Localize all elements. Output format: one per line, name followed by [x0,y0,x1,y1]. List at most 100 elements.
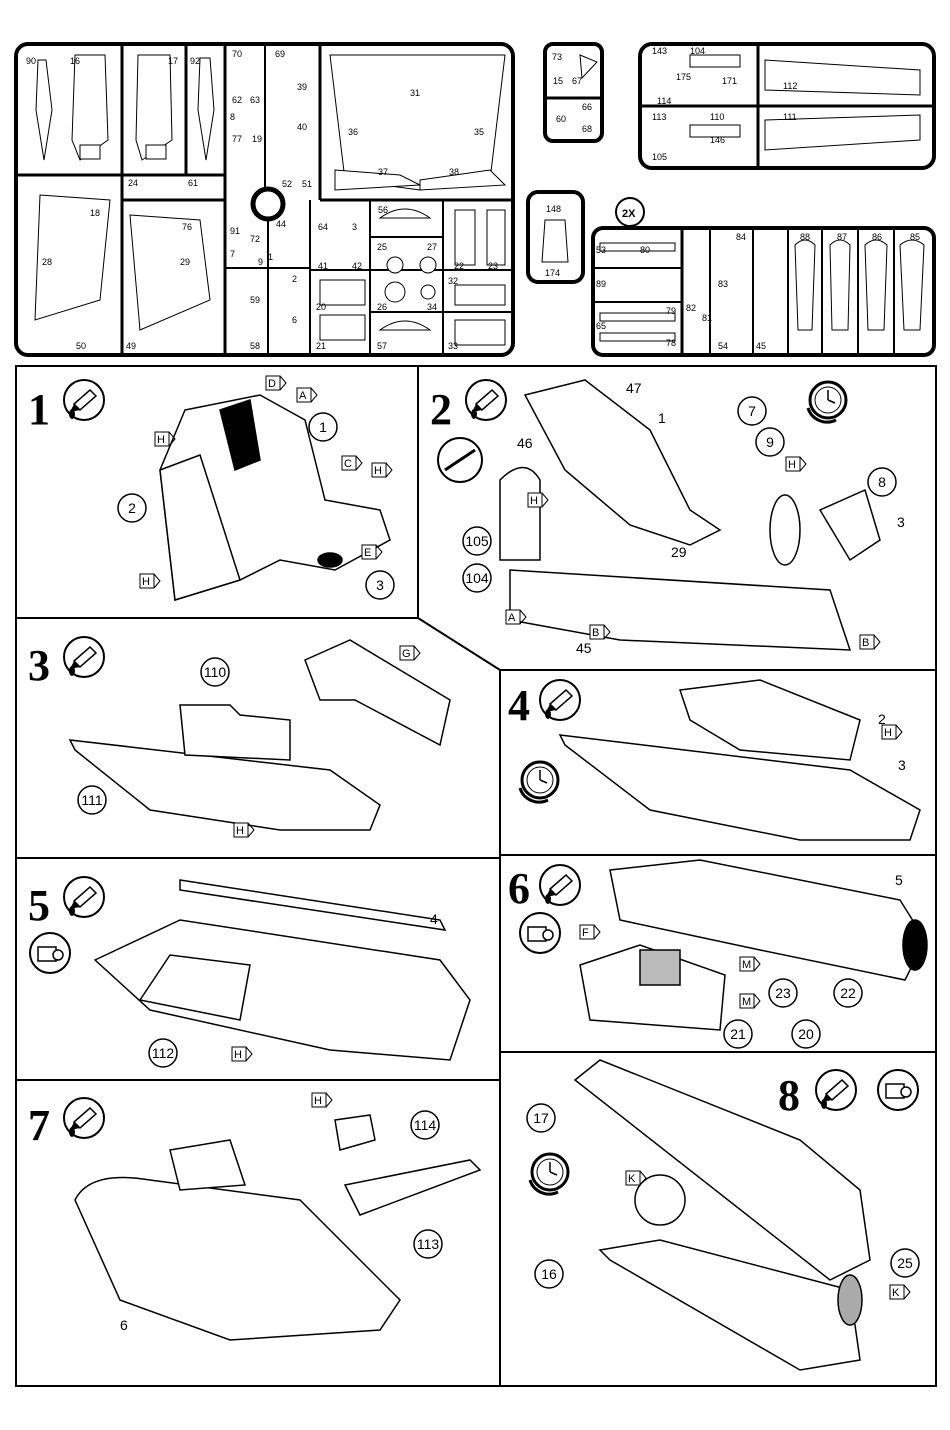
assembly-tag: H [314,1095,322,1107]
sprue-part-label: 112 [783,81,797,91]
part-callout-circle [768,978,798,1008]
assembly-tag-arrow [799,456,807,472]
part-callout: 3 [898,757,906,773]
sprue-part-label: 7 [230,249,235,259]
assembly-tag: H [142,576,150,588]
sprue-part-label: 64 [318,222,328,232]
part-callout: 6 [120,1317,128,1333]
part-callout-circle [365,570,395,600]
part-callout: 23 [775,985,791,1001]
assembly-tag: K [628,1173,636,1185]
sprue-part-label: 111 [783,112,797,122]
assembly-tag-arrow [375,544,383,560]
assembly-tag-box [361,544,377,560]
sprue-part-label: 72 [250,234,260,244]
part-callout-circle [534,1259,564,1289]
assembly-tag-box [739,956,755,972]
sprue-part-label: 90 [26,56,36,66]
sprue-frame-main [14,42,515,357]
assembly-tag: B [592,627,599,639]
part-callout: 47 [626,380,642,396]
assembly-tag-arrow [279,375,287,391]
step-frames [15,365,937,1387]
step-number: 4 [508,681,530,730]
assembly-tag-arrow [310,387,318,403]
part-callout: 9 [766,434,774,450]
sprue-part-label: 6 [292,315,297,325]
sprue-part-label: 39 [297,82,307,92]
sprue-part-label: 57 [377,341,387,351]
step-3-console-drawing [68,639,451,831]
sprue-part-label: 143 [652,46,667,56]
sprue-part-label: 9 [258,257,263,267]
sprue-part-label: 35 [474,127,484,137]
sprue-part-label: 86 [872,232,882,242]
part-callout-circle [77,785,107,815]
sprue-part-label: 51 [302,179,312,189]
assembly-tag-arrow [413,645,421,661]
sprue-part-label: 174 [545,268,560,278]
sprue-part-label: 66 [582,102,592,112]
sprue-part-label: 79 [666,306,676,316]
assembly-tag-arrow [385,462,393,478]
sprue-part-label: 77 [232,134,242,144]
sprue-part-label: 70 [232,49,242,59]
sprue-part-label: 58 [250,341,260,351]
assembly-tag-arrow [873,634,881,650]
sprue-part-label: 78 [666,338,676,348]
step-number: 8 [778,1071,800,1120]
sprue-part-label: 146 [710,135,725,145]
assembly-tag-arrow [753,956,761,972]
sprue-part-label: 41 [318,261,328,271]
sprue-part-label: 91 [230,226,240,236]
assembly-tag: K [892,1287,900,1299]
part-callout: 5 [895,872,903,888]
part-callout-circle [148,1038,178,1068]
part-callout: 8 [878,474,886,490]
sprue-part-label: 16 [70,56,80,66]
sprue-part-label: 73 [552,52,562,62]
part-callout: 3 [897,514,905,530]
part-callout: 110 [204,664,227,680]
sprue-part-label: 105 [652,152,667,162]
sprue-part-label: 76 [182,222,192,232]
assembly-tag-box [889,1284,905,1300]
sprue-part-label: 25 [377,242,387,252]
step-number: 7 [28,1101,50,1150]
step-number: 5 [28,881,50,930]
part-callout-circle [200,657,230,687]
part-callout-circle [890,1248,920,1278]
assembly-tag: H [788,459,796,471]
assembly-tag: F [582,927,589,939]
assembly-tag-arrow [325,1092,333,1108]
step-number: 6 [508,864,530,913]
part-callout: 17 [533,1110,549,1126]
sprue-part-label: 171 [722,76,737,86]
sprue-part-label: 54 [718,341,728,351]
sprue-part-label: 8 [230,112,235,122]
assembly-tag: B [862,637,869,649]
part-callout-circle [867,467,897,497]
sprue-part-label: 84 [736,232,746,242]
assembly-tag: H [884,727,892,739]
sprue-part-label: 63 [250,95,260,105]
part-callout: 16 [541,1266,557,1282]
sprue-part-label: 113 [652,112,666,122]
assembly-tag-box [371,462,387,478]
sprue-part-label: 19 [252,134,262,144]
assembly-tag-arrow [247,822,255,838]
sprue-part-label: 20 [316,302,326,312]
part-callout: 114 [414,1117,437,1133]
sprue-part-label: 65 [596,321,606,331]
assembly-tag: E [364,547,371,559]
assembly-tag-box [739,993,755,1009]
sprue-part-label: 18 [90,208,100,218]
sprue-part-label: 67 [572,76,582,86]
part-callout-circle [410,1110,440,1140]
assembly-tag-box [139,573,155,589]
sprue-part-label: 68 [582,124,592,134]
assembly-tag-arrow [541,492,549,508]
sprue-part-label: 29 [180,257,190,267]
assembly-tag-box [341,455,357,471]
